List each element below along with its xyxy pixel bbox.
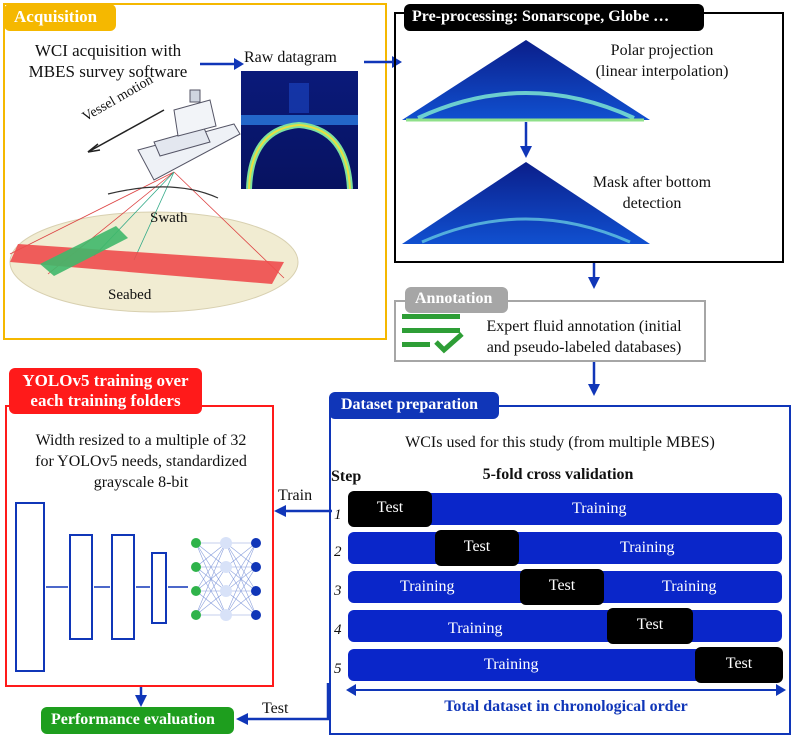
raw-datagram-image: [241, 71, 358, 189]
fold-3-training-right-label: Training: [662, 578, 717, 595]
yolo-network-diagram: [15, 502, 261, 672]
acquisition-panel: [3, 3, 387, 340]
polar-line2: (linear interpolation): [595, 63, 729, 80]
fold-2-bar: [348, 532, 782, 564]
preprocessing-header: Pre-processing: Sonarscope, Globe …: [404, 4, 704, 31]
arrow-polar-to-mask: [520, 122, 532, 158]
fold-5-test-block: Test: [695, 647, 783, 683]
arrow-acquisition-to-raw: [200, 58, 244, 70]
step-label: Step: [331, 468, 362, 485]
polar-projection-text: Polar projection (linear interpolation): [568, 40, 756, 82]
yolo-line2: for YOLOv5 needs, standardized: [35, 453, 247, 470]
annotation-line1: Expert fluid annotation (initial: [486, 318, 682, 335]
chronological-double-arrow: [346, 684, 786, 696]
arrow-dataset-to-yolo: [274, 505, 332, 517]
swath-label: Swath: [150, 210, 188, 226]
arrow-preprocessing-to-annotation: [588, 263, 600, 289]
fold-2-test-block: Test: [435, 530, 519, 566]
acquisition-header: Acquisition: [4, 4, 116, 31]
mask-text: Mask after bottom detection: [570, 172, 734, 214]
polar-line1: Polar projection: [610, 42, 714, 59]
dataset-footer: Total dataset in chronological order: [444, 698, 688, 715]
yolo-header-line2: each training folders: [30, 391, 181, 410]
arrow-yolo-to-performance: [135, 687, 147, 707]
dataset-subtitle: WCIs used for this study (from multiple …: [405, 434, 715, 451]
acquisition-description: WCI acquisition with MBES survey softwar…: [10, 40, 206, 82]
vessel-icon: [137, 89, 241, 181]
swath-seabed-illustration: [9, 171, 299, 313]
annotation-panel: [394, 300, 706, 362]
mask-line2: detection: [622, 195, 682, 212]
arrow-dataset-to-performance: [236, 683, 330, 725]
mask-image: [402, 162, 650, 244]
annotation-header: Annotation: [405, 287, 508, 313]
yolo-text: Width resized to a multiple of 32 for YO…: [10, 430, 272, 493]
train-arrow-label: Train: [278, 487, 313, 504]
fold-5-training-label: Training: [484, 656, 539, 673]
fold-2-training-label: Training: [620, 539, 675, 556]
acquisition-description-line2: MBES survey software: [28, 62, 188, 81]
fold-5-step: 5: [334, 661, 342, 677]
fold-4-step: 4: [334, 622, 342, 638]
fold-1-training-label: Training: [572, 500, 627, 517]
seabed-label: Seabed: [108, 287, 152, 303]
annotation-line2: and pseudo-labeled databases): [486, 339, 682, 356]
dataset-panel: [329, 405, 791, 735]
yolo-header: YOLOv5 training over each training folde…: [9, 368, 202, 414]
yolo-header-line1: YOLOv5 training over: [22, 371, 189, 390]
test-arrow-label: Test: [262, 700, 289, 717]
polar-projection-image: [402, 40, 650, 122]
raw-datagram-label: Raw datagram: [244, 49, 337, 66]
checklist-icon: [402, 314, 464, 354]
yolo-line3: grayscale 8-bit: [93, 474, 189, 491]
yolo-line1: Width resized to a multiple of 32: [35, 432, 247, 449]
dataset-header: Dataset preparation: [329, 392, 499, 419]
acquisition-description-line1: WCI acquisition with: [34, 41, 182, 60]
vessel-motion-arrow: [87, 109, 165, 153]
fold-3-step: 3: [334, 583, 342, 599]
arrow-annotation-to-dataset: [588, 362, 600, 396]
fold-4-test-block: Test: [607, 608, 693, 644]
fold-1-step: 1: [334, 507, 342, 523]
cv-title: 5-fold cross validation: [482, 466, 634, 483]
mask-line1: Mask after bottom: [592, 174, 712, 191]
fold-4-training-label: Training: [448, 620, 503, 637]
annotation-text: Expert fluid annotation (initial and pse…: [466, 316, 702, 358]
fold-2-step: 2: [334, 544, 342, 560]
fold-3-training-left-label: Training: [400, 578, 455, 595]
fold-4-bar: [348, 610, 782, 642]
performance-evaluation-box: Performance evaluation: [41, 707, 234, 734]
fold-1-test-block: Test: [348, 491, 432, 527]
fold-3-test-block: Test: [520, 569, 604, 605]
